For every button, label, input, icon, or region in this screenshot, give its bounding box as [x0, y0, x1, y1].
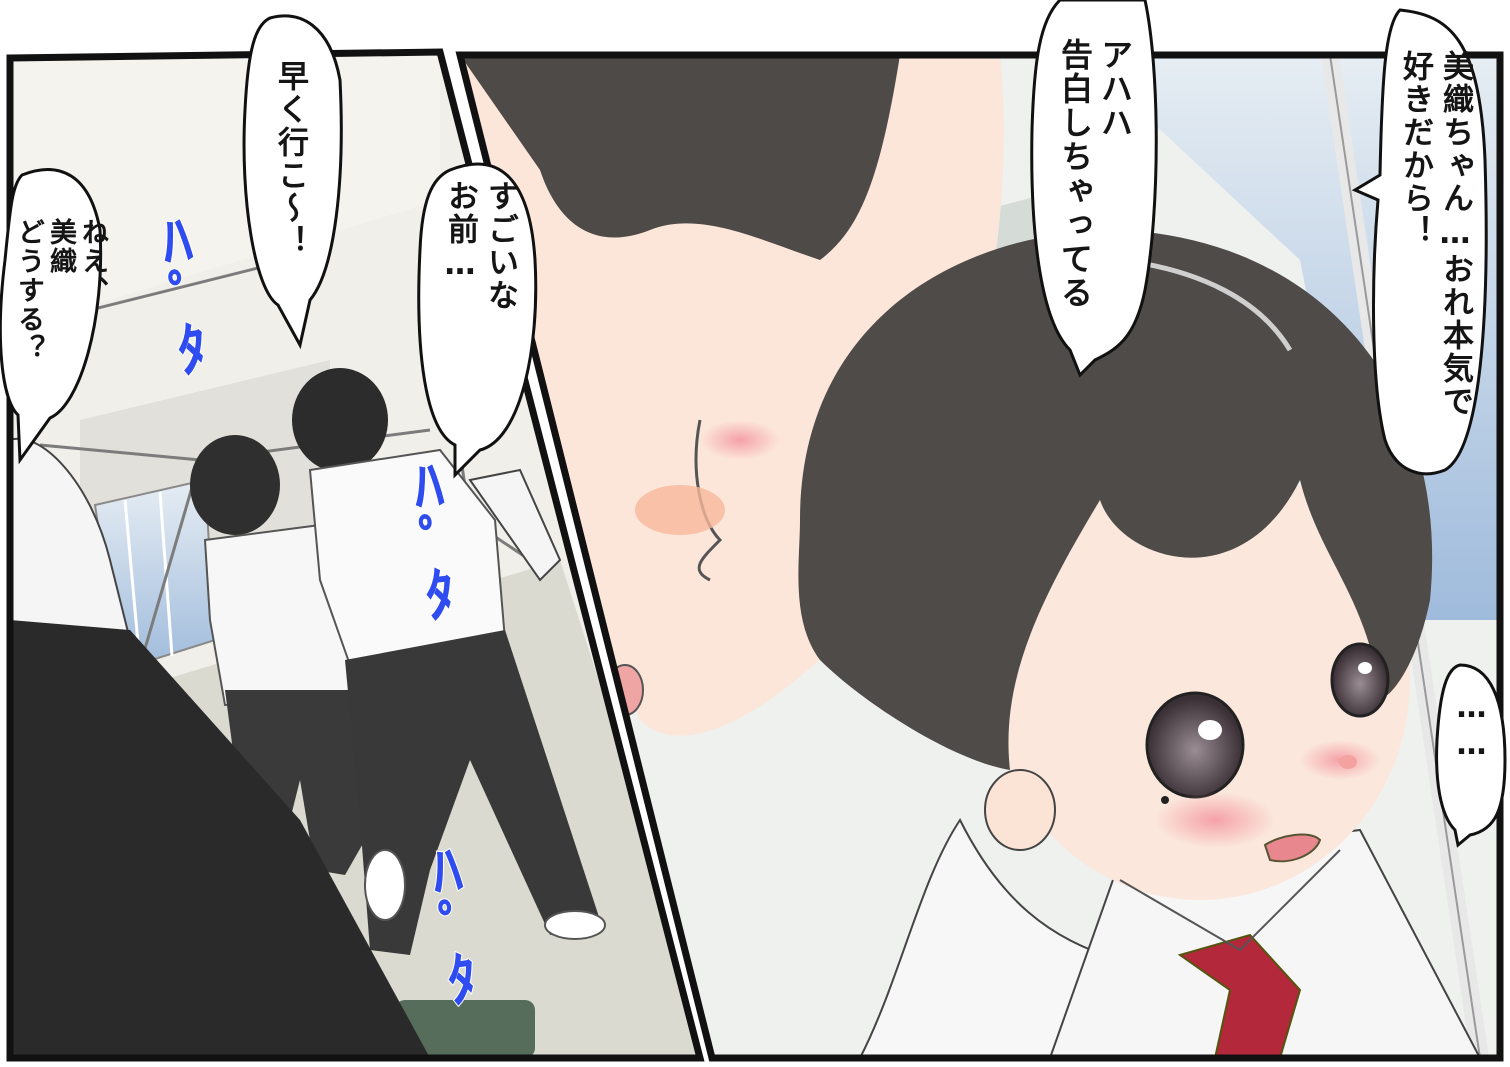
boy-back-right [292, 368, 606, 955]
bubble-nee-text: ねえ、 美織 どうする？ [13, 218, 108, 363]
bubble-ahaha-text: アハハ 告白しちゃってる [1056, 38, 1134, 310]
bubble-silence-text: …… [1454, 690, 1489, 764]
girl-mouth [1263, 833, 1322, 863]
bubble-confession-text: 美織ちゃん…おれ本気で 好きだから！ [1397, 50, 1473, 418]
bubble-confession-shape [1351, 8, 1488, 476]
girl-character [798, 230, 1482, 1058]
bubble-sugoi-shape [417, 162, 538, 479]
bubble-sugoi-text: すごいな お前… [442, 180, 518, 312]
girl-ribbon [1177, 933, 1302, 1058]
bubble-hayaku-text: 早く行こ～！ [272, 60, 308, 258]
sfx-pata-middle: ﾊﾟﾀ [386, 451, 473, 621]
bubble-ahaha-shape [1030, 0, 1158, 378]
bubble-hayaku-shape [242, 14, 343, 350]
bubble-nee-shape [0, 168, 103, 465]
bubble-silence-shape [1435, 663, 1507, 848]
foreground-figure [10, 437, 562, 1058]
girl-left-eye [1145, 691, 1245, 799]
girl-right-eye [1330, 642, 1390, 718]
